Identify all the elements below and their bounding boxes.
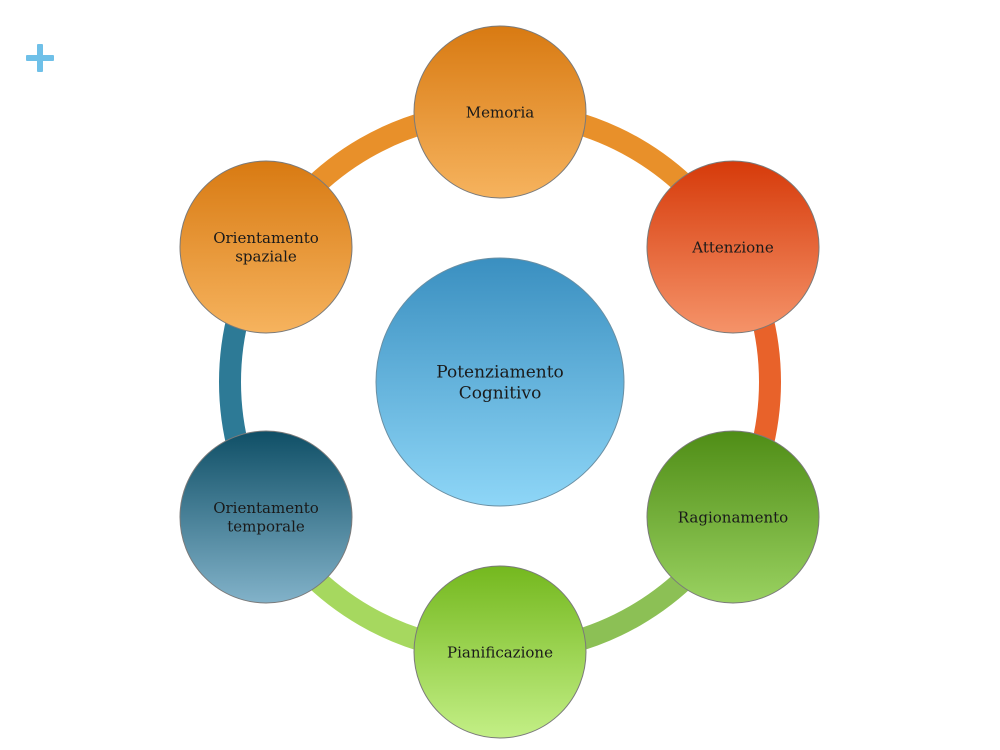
node-ragionamento-circle <box>646 430 820 604</box>
plus-icon-bar-vertical <box>37 44 43 72</box>
node-orientamento-temporale-circle <box>179 430 353 604</box>
node-attenzione-label-line-1: Attenzione <box>691 238 774 256</box>
node-memoria: Memoria <box>413 25 587 199</box>
node-pianificazione-label-line-1: Pianificazione <box>447 643 553 661</box>
outer-nodes-group: MemoriaAttenzioneRagionamentoPianificazi… <box>179 25 820 739</box>
node-orientamento-spaziale-label-line-2: spaziale <box>235 247 297 265</box>
node-attenzione: Attenzione <box>646 160 820 334</box>
node-attenzione-circle <box>646 160 820 334</box>
plus-icon <box>26 44 54 72</box>
node-pianificazione-circle <box>413 565 587 739</box>
node-orientamento-spaziale-circle <box>179 160 353 334</box>
center-node-label-line-1: Potenziamento <box>436 363 564 383</box>
center-node-label-line-2: Cognitivo <box>459 383 542 403</box>
center-node-circle <box>375 257 625 507</box>
node-orientamento-temporale-label-line-1: Orientamento <box>213 499 319 517</box>
node-orientamento-temporale-label-line-2: temporale <box>227 517 305 535</box>
node-memoria-circle <box>413 25 587 199</box>
node-orientamento-spaziale-label-line-1: Orientamento <box>213 229 319 247</box>
node-ragionamento: Ragionamento <box>646 430 820 604</box>
node-ragionamento-label-line-1: Ragionamento <box>678 508 788 526</box>
node-memoria-label-line-1: Memoria <box>466 103 534 121</box>
node-pianificazione: Pianificazione <box>413 565 587 739</box>
